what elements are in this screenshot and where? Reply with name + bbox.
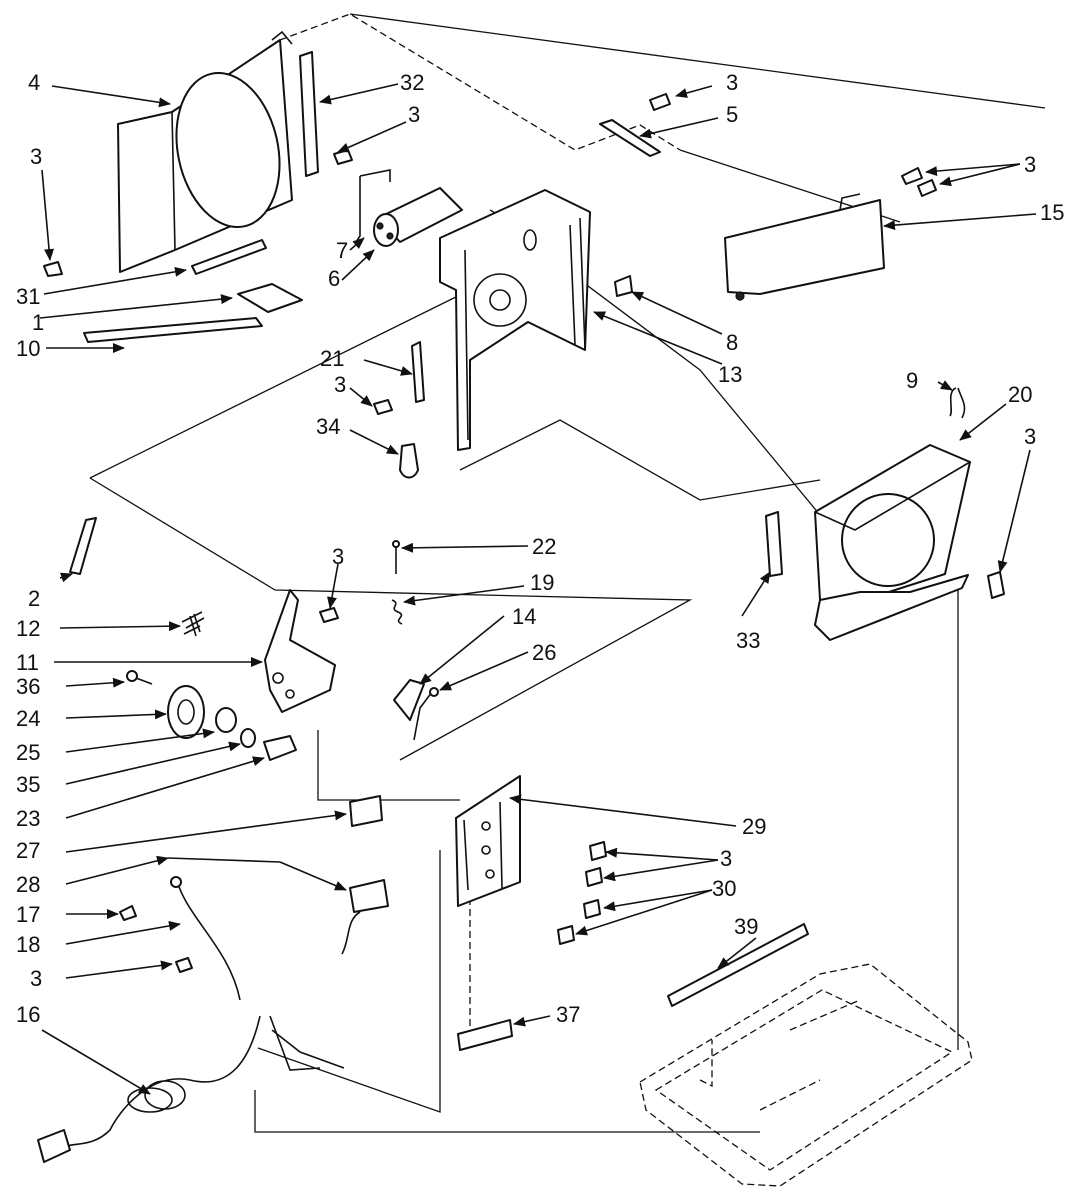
rod-part-26 [413,687,439,741]
washer-part-35 [240,728,256,748]
callout-28: 28 [16,872,40,897]
screws-control-panel [557,841,607,945]
callout-3: 3 [334,372,346,397]
bracket-part-8 [614,275,633,297]
callout-7: 7 [336,238,348,263]
hook-part-9 [949,387,966,419]
filter-part-15 [724,193,885,301]
callout-15: 15 [1040,200,1064,225]
strip-part-39 [667,923,809,1007]
callout-3: 3 [332,544,344,569]
bracket-part-33 [765,511,783,577]
switch-part-27 [349,795,383,827]
control-panel-part-29 [455,775,521,907]
callout-19: 19 [530,570,554,595]
callout-3: 3 [720,846,732,871]
callout-17: 17 [16,902,40,927]
callout-3: 3 [30,966,42,991]
spring-part-19 [391,599,403,625]
screw-part-3-front-panel [43,261,63,277]
block-part-1 [237,283,303,313]
callout-16: 16 [16,1002,40,1027]
screw-part-3-capacitor [333,149,353,165]
wire-part-18 [170,876,241,1001]
power-cord-part-16 [37,1015,345,1163]
callout-39: 39 [734,914,758,939]
knob-part-24 [167,685,205,739]
callout-26: 26 [532,640,556,665]
callout-32: 32 [400,70,424,95]
strip-part-32 [299,51,319,177]
callout-30: 30 [712,876,736,901]
callout-27: 27 [16,838,40,863]
callout-4: 4 [28,70,40,95]
callout-33: 33 [736,628,760,653]
callout-18: 18 [16,932,40,957]
screw-part-22 [392,540,400,574]
fan-shroud-part-20 [814,444,971,641]
base-pan [639,963,973,1187]
callout-5: 5 [726,102,738,127]
strip-part-31 [191,239,267,275]
callout-3: 3 [726,70,738,95]
callout-21: 21 [320,346,344,371]
callout-14: 14 [512,604,536,629]
callout-8: 8 [726,330,738,355]
callout-1: 1 [32,310,44,335]
strip-part-37 [457,1019,513,1051]
shaft-part-23 [263,735,297,761]
strip-part-10 [83,317,263,343]
screw-part-3-filter [901,167,937,197]
callout-12: 12 [16,616,40,641]
callout-23: 23 [16,806,40,831]
tube-part-2 [69,517,97,575]
callout-35: 35 [16,772,40,797]
callout-13: 13 [718,362,742,387]
callout-25: 25 [16,740,40,765]
callout-6: 6 [328,266,340,291]
callout-11: 11 [16,650,39,675]
capacitor-part-6 [373,187,463,247]
callout-34: 34 [316,414,340,439]
thermostat-part-28 [341,879,389,955]
bracket-part-5 [599,119,661,157]
front-panel-part-4 [117,30,293,273]
screw-part-17 [119,905,137,921]
callout-20: 20 [1008,382,1032,407]
screw-part-36 [126,670,153,685]
bracket-part-21 [411,341,425,403]
callout-31: 31 [16,284,40,309]
callout-24: 24 [16,706,40,731]
screw-part-3-motor-mount [319,607,339,623]
callout-37: 37 [556,1002,580,1027]
callout-22: 22 [532,534,556,559]
callout-2: 2 [28,586,40,611]
screw-part-3-bracket [373,399,393,415]
callout-29: 29 [742,814,766,839]
bushing-part-25 [215,707,237,733]
callout-3: 3 [30,144,42,169]
callout-10: 10 [16,336,40,361]
center-bulkhead-part-13 [439,189,591,451]
leader-lines [39,83,1037,1095]
callout-3: 3 [1024,152,1036,177]
motor-mount-part-11 [264,589,336,713]
callout-labels: 4 32 3 3 3 5 3 15 31 1 10 7 6 8 13 9 20 … [16,70,1064,1027]
callout-3: 3 [408,102,420,127]
callout-9: 9 [906,368,918,393]
mesh-part-12 [181,611,205,637]
clip-part-34 [399,443,419,479]
screw-part-3-lower-left [175,957,193,973]
callout-3: 3 [1024,424,1036,449]
screw-part-3-top-center [649,93,671,111]
callout-36: 36 [16,674,40,699]
screw-part-3-shroud [987,571,1005,599]
